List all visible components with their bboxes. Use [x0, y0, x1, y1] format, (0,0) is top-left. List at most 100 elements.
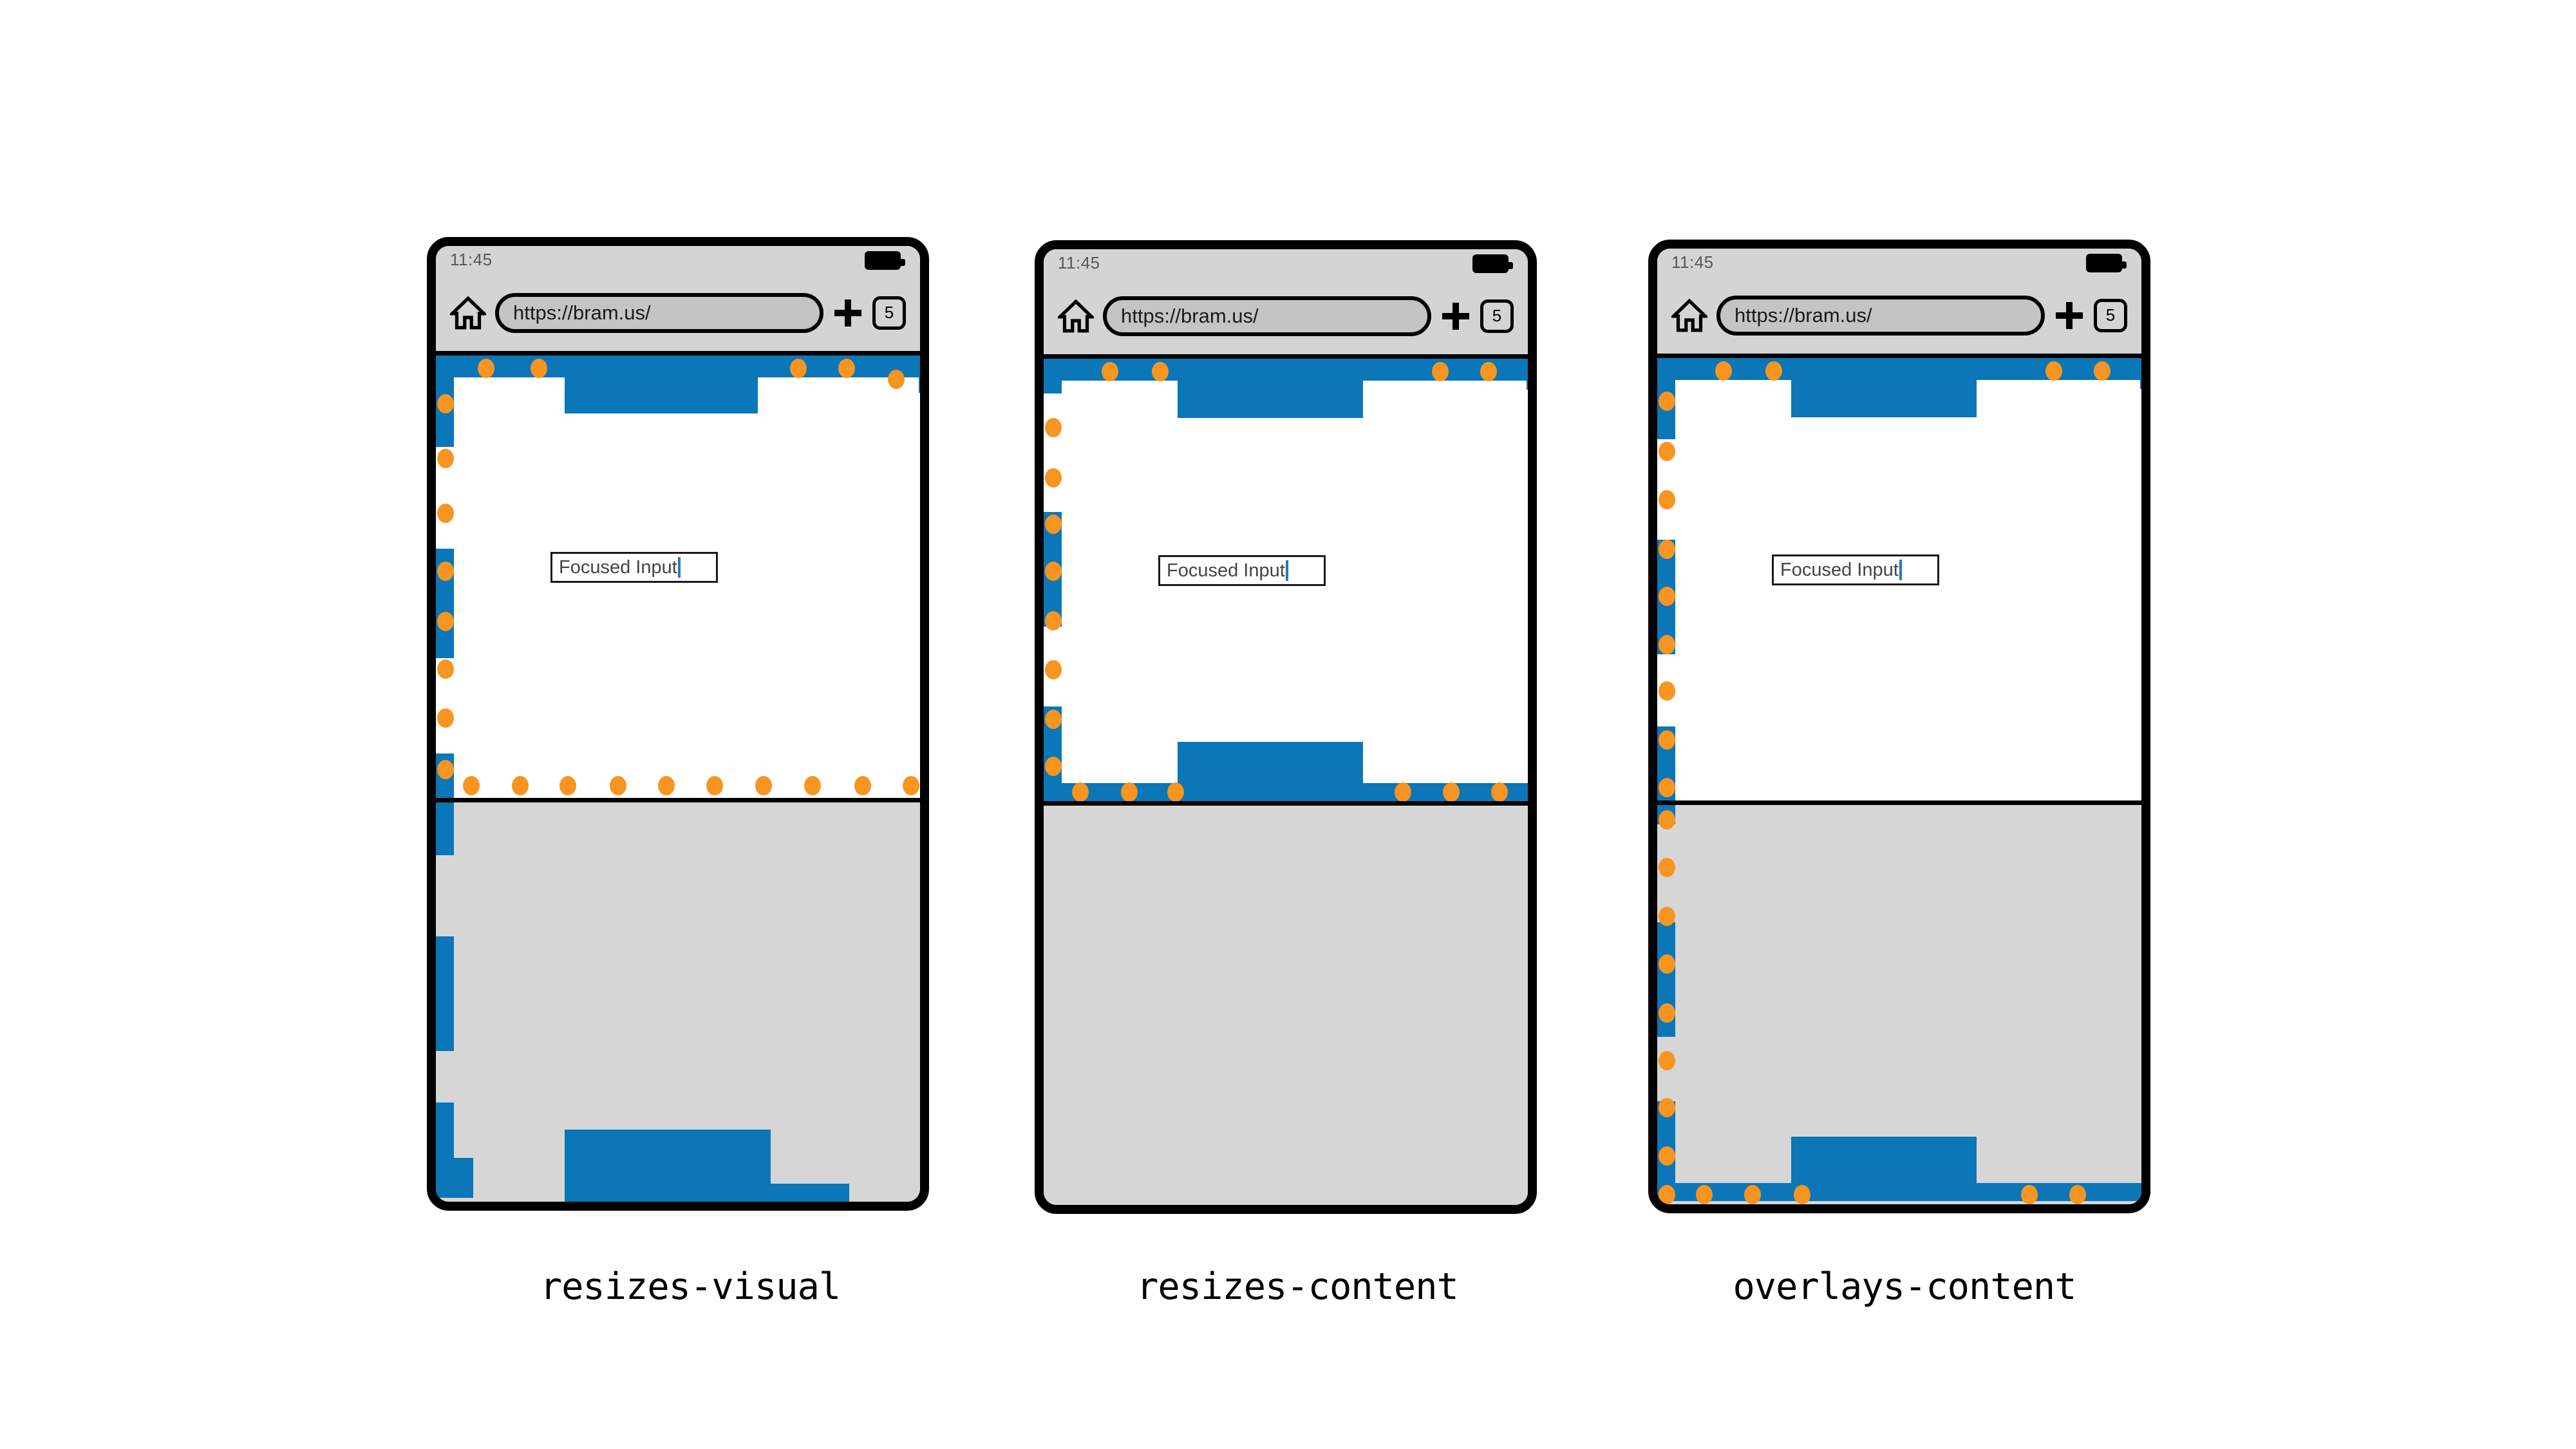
page-footer-block	[1178, 742, 1363, 801]
marker-dot	[1072, 782, 1089, 801]
tab-count-label: 5	[884, 303, 894, 322]
url-bar[interactable]: https://bram.us/	[1103, 296, 1431, 336]
viewport-border-left-g	[436, 1158, 473, 1198]
battery-full-icon	[865, 251, 905, 270]
home-icon[interactable]	[450, 295, 486, 331]
marker-dot	[1659, 635, 1675, 654]
marker-dot	[437, 562, 454, 581]
marker-dot	[1152, 362, 1169, 381]
marker-dot	[1659, 858, 1675, 877]
marker-dot	[1045, 710, 1062, 729]
marker-dot	[1480, 362, 1497, 381]
focused-input[interactable]: Focused Input	[550, 552, 718, 583]
marker-dot	[2094, 361, 2111, 381]
marker-dot	[1659, 587, 1675, 606]
marker-dot	[512, 776, 529, 795]
virtual-keyboard-overlays-content	[1657, 800, 2141, 1204]
phone-mock-resizes-visual: 11:45 https://bram.us/ 5	[427, 237, 929, 1211]
marker-dot	[1765, 361, 1782, 381]
marker-dot	[1659, 954, 1675, 974]
marker-dot	[1659, 442, 1675, 461]
marker-dot	[610, 776, 626, 795]
marker-dot	[1659, 490, 1675, 509]
marker-dot	[437, 612, 454, 631]
marker-dot	[1715, 361, 1732, 381]
home-icon[interactable]	[1058, 298, 1094, 334]
home-icon[interactable]	[1671, 298, 1707, 334]
browser-toolbar: https://bram.us/ 5	[436, 274, 920, 351]
marker-dot	[1744, 1185, 1761, 1204]
marker-dot	[1659, 730, 1675, 750]
marker-dot	[1045, 562, 1062, 581]
viewport-border-left-d	[436, 802, 454, 855]
focused-input-value: Focused Input	[1167, 560, 1285, 581]
viewport-border-top-right	[2140, 358, 2141, 389]
marker-dot	[1659, 778, 1675, 797]
page-footer-block	[1791, 1137, 1977, 1201]
marker-dot	[437, 394, 454, 413]
marker-dot	[2021, 1185, 2038, 1204]
marker-dot	[1491, 782, 1508, 801]
viewport-border-top-left	[1657, 358, 1666, 367]
tab-count-button[interactable]: 5	[1480, 299, 1514, 333]
browser-toolbar: https://bram.us/ 5	[1044, 278, 1528, 354]
url-bar[interactable]: https://bram.us/	[495, 292, 823, 333]
browser-chrome: 11:45 https://bram.us/ 5	[1657, 249, 2141, 358]
marker-dot	[1659, 681, 1675, 701]
viewport-border-left-e	[436, 936, 454, 1051]
viewport-border-top-left	[1044, 359, 1053, 368]
phone-mock-overlays-content: 11:45 https://bram.us/ 5	[1648, 240, 2150, 1213]
browser-chrome: 11:45 https://bram.us/ 5	[1044, 249, 1528, 359]
viewport-border-bottom-left	[1044, 783, 1178, 801]
marker-dot	[1167, 782, 1184, 801]
marker-dot	[1395, 782, 1411, 801]
marker-dot	[1045, 515, 1062, 534]
page-footer-block	[565, 1130, 771, 1202]
page-header-block	[1178, 359, 1363, 418]
page-viewport-overlays-content: Focused Input	[1657, 358, 2141, 800]
page-viewport-resizes-content: Focused Input	[1044, 359, 1528, 801]
plus-icon[interactable]	[832, 298, 863, 328]
marker-dot	[1659, 1003, 1675, 1023]
focused-input-value: Focused Input	[1780, 559, 1899, 580]
caption-overlays-content: overlays-content	[1733, 1265, 2076, 1308]
status-clock: 11:45	[1058, 253, 1100, 272]
marker-dot	[437, 659, 454, 679]
browser-chrome: 11:45 https://bram.us/ 5	[436, 246, 920, 355]
marker-dot	[2045, 361, 2062, 381]
tab-count-button[interactable]: 5	[872, 296, 906, 330]
marker-dot	[1659, 810, 1675, 829]
focused-input[interactable]: Focused Input	[1772, 554, 1939, 585]
text-caret	[1285, 560, 1288, 581]
caption-resizes-visual: resizes-visual	[540, 1265, 841, 1308]
plus-icon[interactable]	[2054, 300, 2085, 331]
marker-dot	[1659, 907, 1675, 926]
browser-toolbar: https://bram.us/ 5	[1657, 277, 2141, 354]
marker-dot	[531, 359, 547, 378]
marker-dot	[437, 504, 454, 523]
url-bar[interactable]: https://bram.us/	[1716, 295, 2045, 336]
marker-dot	[838, 359, 855, 378]
status-clock: 11:45	[1671, 252, 1714, 272]
battery-full-icon	[1472, 254, 1513, 273]
marker-dot	[1432, 362, 1449, 381]
marker-dot	[463, 776, 480, 795]
viewport-border-left-a	[1044, 368, 1062, 393]
marker-dot	[478, 359, 494, 378]
marker-dot	[658, 776, 675, 795]
plus-icon[interactable]	[1440, 301, 1471, 332]
marker-dot	[1696, 1185, 1713, 1204]
tab-count-label: 5	[2105, 305, 2116, 325]
viewport-border-top-right	[919, 355, 920, 393]
phone-screen: 11:45 https://bram.us/ 5	[436, 246, 920, 1202]
marker-dot	[2069, 1185, 2086, 1204]
marker-dot	[437, 760, 454, 779]
battery-full-icon	[2086, 254, 2127, 272]
tab-count-button[interactable]: 5	[2094, 298, 2127, 332]
marker-dot	[437, 449, 454, 468]
focused-input[interactable]: Focused Input	[1158, 555, 1326, 586]
marker-dot	[1659, 1185, 1675, 1204]
marker-dot	[706, 776, 723, 795]
page-header-block	[565, 355, 758, 413]
